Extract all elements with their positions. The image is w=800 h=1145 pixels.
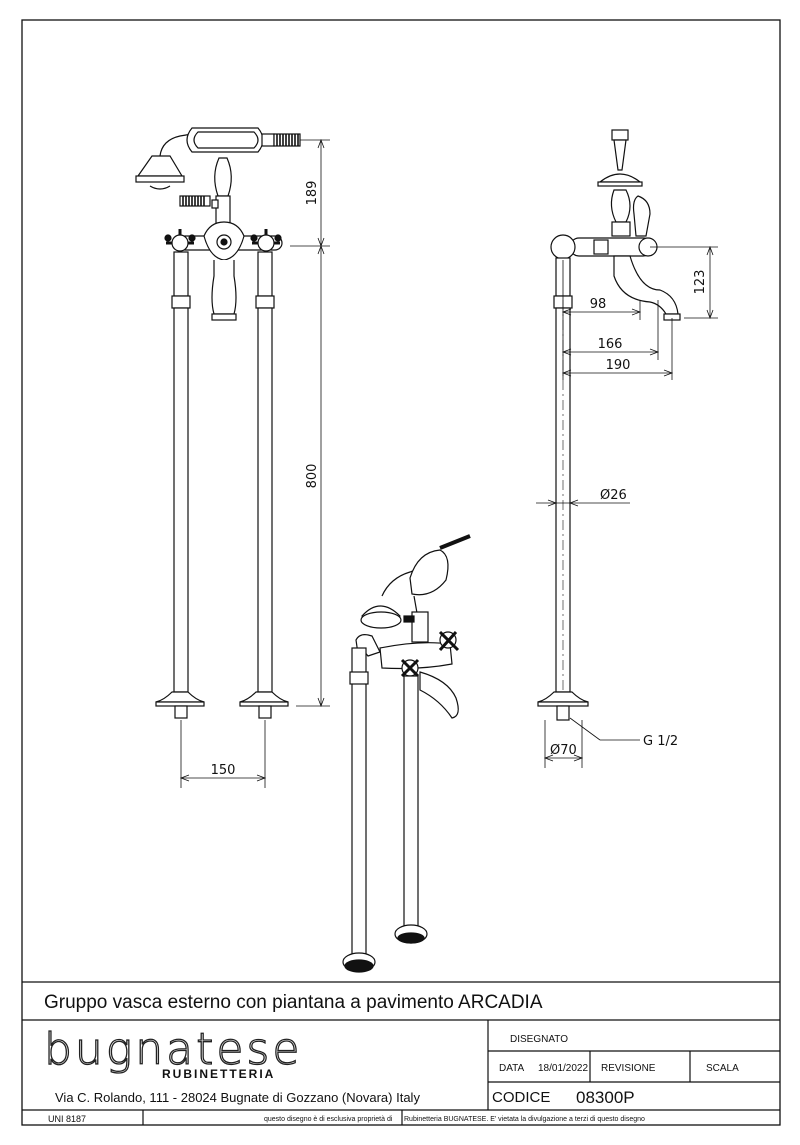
- dim-diameter-26: Ø26: [600, 488, 627, 503]
- value-codice: 08300P: [576, 1088, 635, 1107]
- label-disegnato: DISEGNATO: [510, 1034, 568, 1045]
- front-dimensions: [179, 138, 330, 788]
- label-data: DATA: [499, 1063, 525, 1074]
- standard-uni: UNI 8187: [48, 1114, 86, 1124]
- cradle-front: [179, 157, 232, 225]
- dim-190: 190: [606, 358, 631, 373]
- side-view: [537, 129, 681, 721]
- front-view: [135, 127, 301, 719]
- label-codice: CODICE: [492, 1089, 550, 1106]
- dim-diameter-70: Ø70: [550, 743, 577, 758]
- company-logo: bugnatese: [44, 1024, 302, 1075]
- title-block: [22, 981, 780, 1125]
- dim-thread: G 1/2: [643, 734, 678, 749]
- mixer-body-front: [164, 221, 283, 321]
- side-dimensions: [536, 245, 718, 768]
- label-scala: SCALA: [706, 1063, 739, 1074]
- ownership-notice-right: Rubinetteria BUGNATESE. E' vietata la di…: [404, 1116, 645, 1123]
- sheet-border: [21, 19, 781, 1126]
- company-logo-subtitle: RUBINETTERIA: [162, 1067, 275, 1081]
- dim-189: 189: [305, 181, 320, 206]
- company-address: Via C. Rolando, 111 - 28024 Bugnate di G…: [55, 1090, 420, 1105]
- dim-98: 98: [590, 297, 607, 312]
- hand-shower-front: [135, 127, 301, 190]
- dim-166: 166: [598, 337, 623, 352]
- dim-123: 123: [693, 270, 708, 295]
- dim-800: 800: [305, 464, 320, 489]
- dim-150: 150: [211, 763, 236, 778]
- perspective-view: [342, 534, 471, 973]
- value-data: 18/01/2022: [538, 1063, 588, 1074]
- riser-pipes-front: [155, 251, 289, 719]
- drawing-title: Gruppo vasca esterno con piantana a pavi…: [44, 992, 543, 1013]
- label-revisione: REVISIONE: [601, 1063, 656, 1074]
- ownership-notice-left: questo disegno è di esclusiva proprietà …: [264, 1116, 393, 1123]
